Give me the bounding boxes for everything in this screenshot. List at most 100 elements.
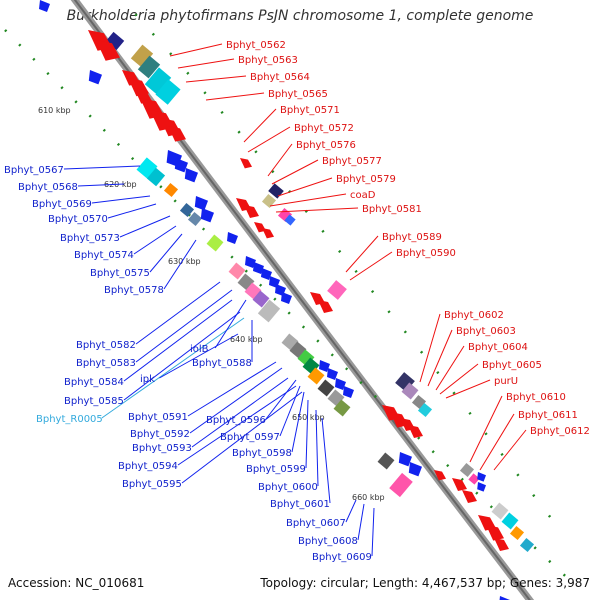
leader-line <box>135 281 221 345</box>
forward-gene-label: Bphyt_0604 <box>468 342 528 353</box>
leader-line <box>357 503 365 541</box>
leader-line <box>185 75 247 83</box>
forward-label-leaders <box>169 43 527 471</box>
leader-line <box>277 177 333 197</box>
forward-gene-label: Bphyt_0562 <box>226 40 286 51</box>
reverse-gene-arrow <box>408 462 422 477</box>
scale-label-610: 610 kbp <box>38 106 71 115</box>
accession-label: Accession: NC_010681 <box>8 576 145 590</box>
forward-gene-arrow <box>486 525 504 541</box>
leader-line <box>435 345 465 391</box>
reverse-gene-arrow <box>227 232 238 244</box>
reverse-gene-arrow <box>174 158 188 173</box>
gc-track-inner <box>120 0 561 531</box>
gene-block <box>509 525 525 541</box>
reverse-gene-label: Bphyt_0594 <box>118 461 178 472</box>
leader-line <box>419 313 441 383</box>
reverse-gene-arrow <box>194 196 208 211</box>
leader-line <box>469 395 503 463</box>
gene-block <box>137 55 161 79</box>
forward-gene-label: Bphyt_0590 <box>396 248 456 259</box>
reverse-gene-arrow <box>477 472 486 482</box>
leader-line <box>214 299 247 349</box>
reverse-gene-label: Bphyt_0609 <box>312 552 372 563</box>
scale-label-650: 650 kbp <box>292 413 325 422</box>
forward-gene-label: Bphyt_0563 <box>238 55 298 66</box>
reverse-gene-label: Bphyt_0567 <box>4 165 64 176</box>
forward-gene-arrow <box>262 228 274 239</box>
leader-line <box>163 239 197 290</box>
reverse-gene-label: Bphyt_0601 <box>270 499 330 510</box>
forward-gene-arrow <box>462 490 477 503</box>
forward-gene-label: purU <box>494 376 518 387</box>
gene-block <box>377 452 395 470</box>
gene-block <box>317 379 335 397</box>
gene-block <box>136 157 158 179</box>
rna-gene-label: Bphyt_R0005 <box>36 414 103 425</box>
leader-line <box>77 183 125 187</box>
leader-line <box>169 43 223 57</box>
reverse-gene-label: Bphyt_0607 <box>286 518 346 529</box>
leader-line <box>91 195 151 204</box>
leader-line <box>265 379 297 420</box>
gene-block <box>179 202 195 218</box>
reverse-gene-arrow <box>335 378 346 390</box>
forward-gene-label: Bphyt_0611 <box>518 410 578 421</box>
gene-block <box>187 211 203 227</box>
forward-gene-label: Bphyt_0612 <box>530 426 590 437</box>
forward-gene-arrow <box>452 478 467 491</box>
feature-blocks <box>105 31 535 553</box>
reverse-gene-arrow <box>39 0 50 12</box>
reverse-gene-label: Bphyt_0592 <box>130 429 190 440</box>
reverse-gene-label: Bphyt_0575 <box>90 268 150 279</box>
leader-line <box>479 413 515 471</box>
leader-line <box>243 108 277 143</box>
leader-line <box>493 429 527 471</box>
reverse-gene-arrows <box>39 0 511 600</box>
map-title: Burkholderia phytofirmans PsJN chromosom… <box>66 8 534 24</box>
leader-line <box>123 299 233 382</box>
leader-line <box>305 399 309 469</box>
leader-line <box>271 159 319 185</box>
gene-block <box>228 262 246 280</box>
forward-gene-label: Bphyt_0565 <box>268 89 328 100</box>
reverse-gene-arrow <box>261 268 272 280</box>
forward-gene-arrow <box>434 470 446 481</box>
gene-block <box>155 79 181 105</box>
reverse-gene-labels: Bphyt_0567Bphyt_0568Bphyt_0569Bphyt_0570… <box>4 165 372 563</box>
forward-gene-label: Bphyt_0571 <box>280 105 340 116</box>
leader-line <box>321 417 331 504</box>
leader-line <box>107 203 157 219</box>
gene-block <box>389 472 413 498</box>
leader-line <box>247 126 291 153</box>
leader-line <box>135 289 233 363</box>
scale-label-660: 660 kbp <box>352 493 385 502</box>
gene-block <box>327 280 347 300</box>
leader-line <box>371 507 375 557</box>
leader-line <box>275 207 359 213</box>
reverse-gene-label: ipk <box>140 374 155 385</box>
reverse-gene-label: Bphyt_0600 <box>258 482 318 493</box>
reverse-gene-label: Bphyt_0595 <box>122 479 182 490</box>
gene-block <box>401 382 419 400</box>
leader-line <box>445 379 491 399</box>
leader-line <box>177 385 297 466</box>
forward-gene-label: Bphyt_0577 <box>322 156 382 167</box>
gene-block <box>130 44 154 68</box>
reverse-gene-label: Bphyt_0578 <box>104 285 164 296</box>
leader-line <box>427 329 453 387</box>
leader-line <box>187 361 277 417</box>
leader-line <box>159 333 239 379</box>
reverse-gene-arrow <box>281 292 292 304</box>
leader-line <box>439 363 479 395</box>
forward-gene-arrow <box>318 300 333 313</box>
forward-gene-label: Bphyt_0581 <box>362 204 422 215</box>
reverse-gene-label: Bphyt_0584 <box>64 377 124 388</box>
forward-gene-arrow <box>494 538 509 551</box>
forward-gene-label: Bphyt_0603 <box>456 326 516 337</box>
genome-summary-label: Topology: circular; Length: 4,467,537 bp… <box>260 576 590 590</box>
forward-gene-labels: Bphyt_0562Bphyt_0563Bphyt_0564Bphyt_0565… <box>226 40 590 437</box>
gene-block <box>252 290 270 308</box>
